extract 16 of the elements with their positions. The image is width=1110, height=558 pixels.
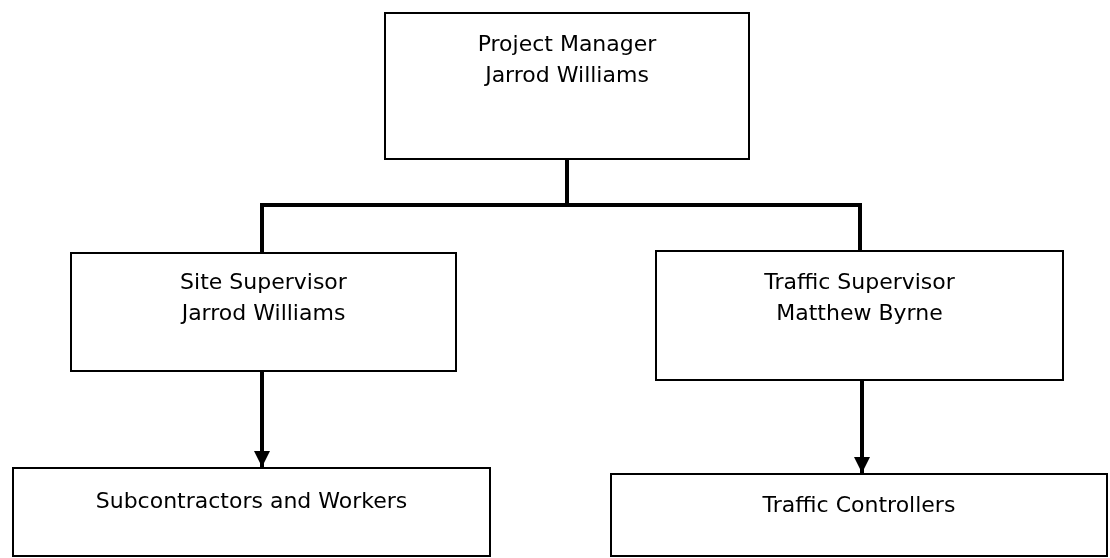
role-title: Traffic Controllers xyxy=(762,491,956,519)
person-name: Jarrod Williams xyxy=(181,299,346,327)
role-title: Site Supervisor xyxy=(180,268,347,296)
supervisor-box xyxy=(70,252,457,372)
arrow xyxy=(854,381,870,473)
role-title: Subcontractors and Workers xyxy=(95,487,408,515)
supervisor-box xyxy=(655,250,1064,381)
role-title: Traffic Supervisor xyxy=(764,268,955,296)
person-name: Jarrod Williams xyxy=(485,61,649,89)
manager-box xyxy=(384,12,750,160)
role-title: Project Manager xyxy=(477,30,657,58)
team-box xyxy=(610,473,1108,557)
team-box xyxy=(12,467,491,557)
person-name: Matthew Byrne xyxy=(776,299,943,327)
connector-line xyxy=(565,160,862,250)
arrow xyxy=(254,372,270,467)
